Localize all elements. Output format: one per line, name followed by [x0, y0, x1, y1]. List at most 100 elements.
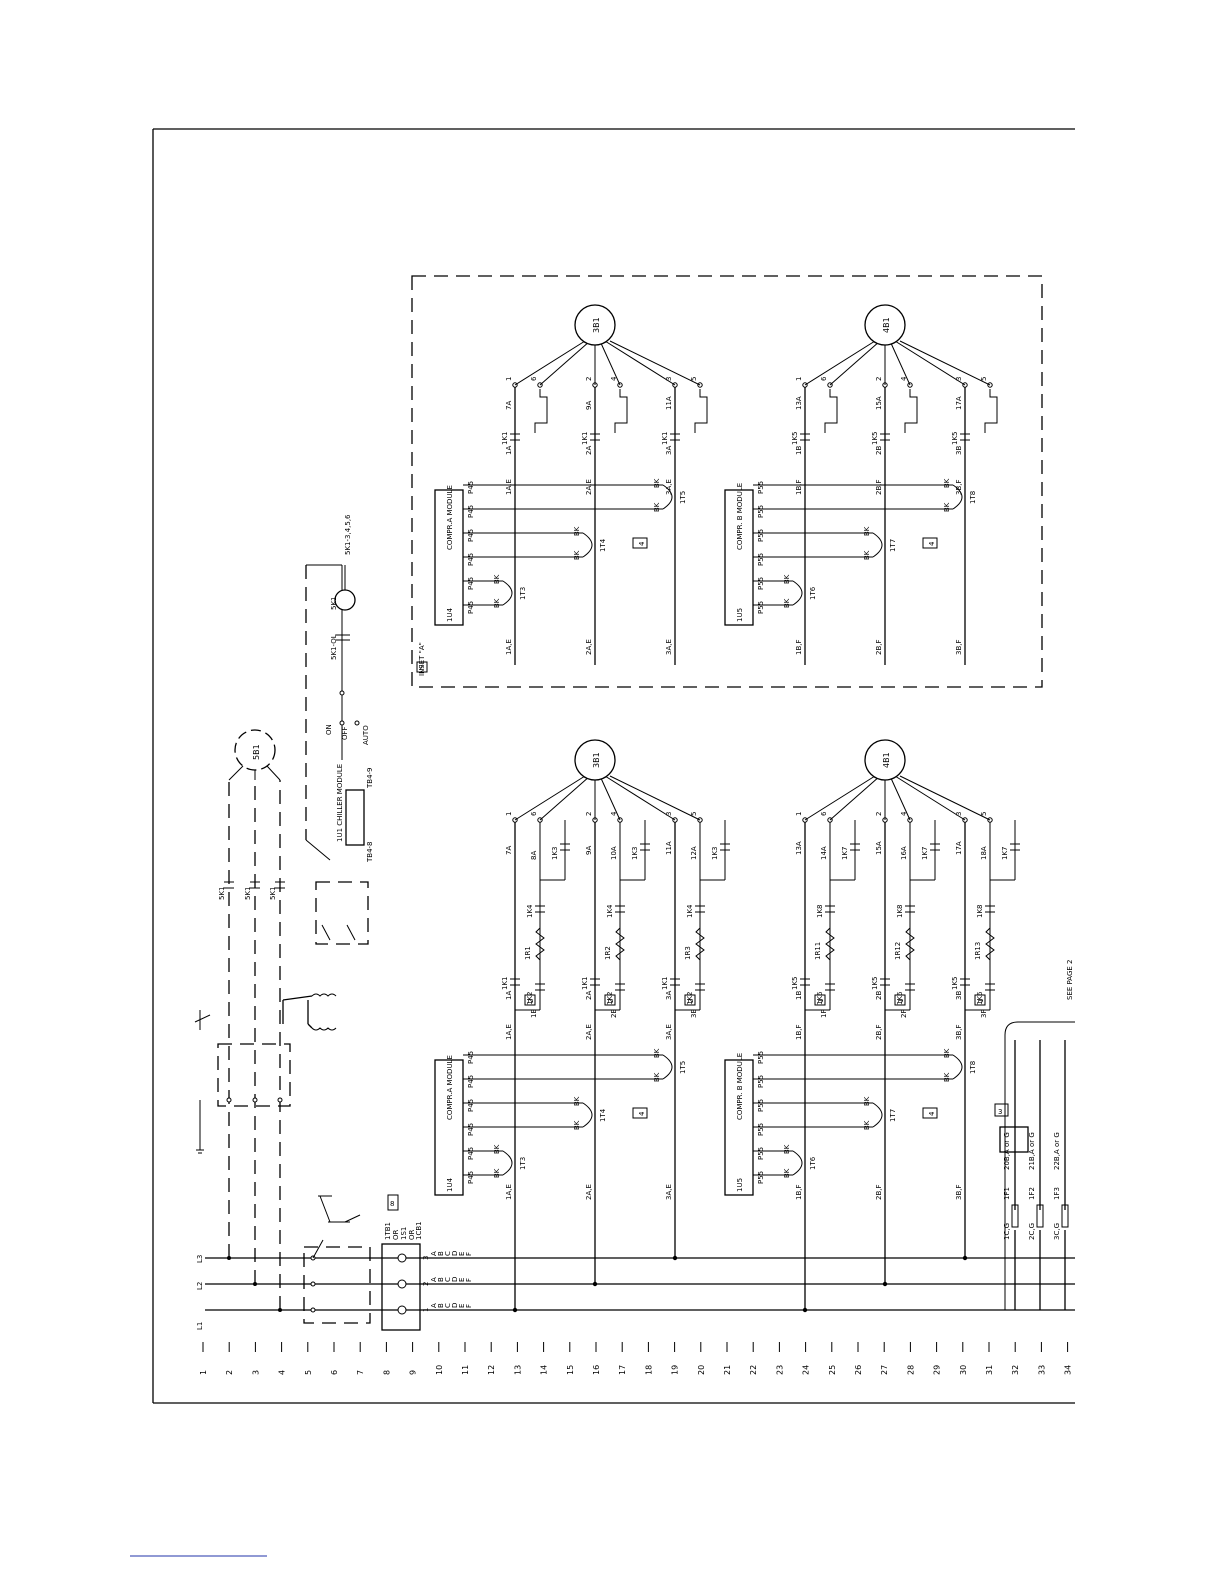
fan-contacts-ref: 5K1-3,4,5,6 — [344, 514, 352, 555]
lead-label: 15A — [875, 396, 883, 410]
ct-note: 4 — [638, 1111, 646, 1116]
motor-terminal: 6 — [530, 376, 538, 381]
inset-note: 2 — [419, 664, 423, 672]
row-number: 2 — [225, 1370, 234, 1375]
terminal-block-note: 8 — [390, 1200, 394, 1208]
bk-label: BK — [493, 1144, 501, 1154]
circuit-note: 2 — [607, 999, 615, 1003]
wire-label: 1B,F — [795, 479, 803, 495]
j5-pin: P55 — [757, 553, 765, 566]
bk-label: BK — [493, 1168, 501, 1178]
wire-label: 1A,E — [505, 1024, 513, 1040]
secondary-contactor: 1K2 — [526, 992, 534, 1006]
compressor-1u5-inset: COMPR. B MODULE1U5P55P55P55P55P55P55BKBK… — [724, 304, 998, 665]
lead-label: 7A — [505, 401, 513, 410]
module-name: COMPR. B MODULE — [736, 483, 744, 550]
bk-label: BK — [783, 598, 791, 608]
compressor-motor — [574, 739, 616, 781]
module-id: 1U4 — [446, 1177, 454, 1192]
circuit-note: 1 — [817, 999, 825, 1003]
wire-label: 2B,F — [875, 1184, 883, 1200]
side-label: 3E — [690, 1009, 698, 1018]
row-number: 26 — [854, 1365, 863, 1375]
ct-label: 1T8 — [969, 491, 977, 504]
module-id: 1U5 — [736, 1178, 744, 1192]
row-number: 18 — [644, 1365, 653, 1375]
phase-number: 2 — [422, 1282, 430, 1286]
phase-letter: A — [430, 1277, 438, 1282]
lead-label: 7A — [505, 846, 513, 855]
fan-motor-circuit: 5K1 5K1 5K1 5B1 — [194, 729, 291, 1312]
row-number: 27 — [880, 1365, 889, 1375]
fuse-note: 3 — [998, 1108, 1002, 1116]
row-number: 4 — [278, 1370, 287, 1375]
wire-label: 3A,E — [665, 479, 673, 495]
bk-label: BK — [943, 1048, 951, 1058]
motor-terminal: 6 — [530, 811, 538, 816]
top-label: 3A — [665, 446, 673, 455]
row-number: 32 — [1011, 1365, 1020, 1375]
main-contactor: 1K5 — [951, 432, 959, 446]
main-contactor: 1K5 — [951, 977, 959, 991]
main-contactor: 1K1 — [501, 977, 509, 991]
terminal-block-label-5: 1CB1 — [415, 1221, 423, 1240]
resistor-label: 1R2 — [604, 946, 612, 960]
top-label: 1A — [505, 991, 513, 1000]
side-label: 1F — [820, 1010, 828, 1018]
motor-label: 4B1 — [882, 317, 891, 333]
wire-label: 2A,E — [585, 479, 593, 495]
main-contactor: 1K1 — [661, 432, 669, 446]
motor-label: 3B1 — [592, 752, 601, 768]
terminal-block-label-1: 1TB1 — [384, 1222, 392, 1240]
bk-label: BK — [573, 526, 581, 536]
fuse-wire-out: 21B,A or G — [1028, 1132, 1036, 1170]
compressor-motor — [864, 304, 906, 346]
secondary-contactor: 1K6 — [976, 991, 984, 1005]
j5-pin: P45 — [467, 1171, 475, 1184]
motor-terminal: 3 — [955, 812, 963, 816]
module-id: 1U5 — [736, 608, 744, 622]
bk-label: BK — [783, 574, 791, 584]
bk-label: BK — [943, 502, 951, 512]
ct-note: 4 — [928, 1111, 936, 1116]
top-label: 3B — [955, 446, 963, 455]
j5-pin: P45 — [467, 1147, 475, 1160]
ct-label: 1T5 — [679, 1061, 687, 1074]
j5-pin: P45 — [467, 1099, 475, 1112]
ct-label: 1T6 — [809, 586, 817, 600]
inset-title: INSET "A" — [418, 642, 426, 676]
j5-pin: P45 — [467, 601, 475, 614]
ct-label: 1T4 — [599, 538, 607, 552]
phase-letter: B — [437, 1303, 445, 1308]
lead2-label: 18A — [980, 846, 988, 860]
k3-label: 1K3 — [551, 847, 559, 861]
k4-label: 1K4 — [686, 904, 694, 918]
row-number: 23 — [775, 1365, 784, 1375]
chiller-module-label: 1U1 CHILLER MODULE — [336, 764, 344, 842]
motor-terminal: 3 — [665, 377, 673, 381]
phase-letter: D — [451, 1303, 459, 1308]
k4-label: 1K4 — [606, 904, 614, 918]
j5-pin: P45 — [467, 505, 475, 518]
terminal-block-label-4: OR — [408, 1229, 416, 1240]
ct-label: 1T4 — [599, 1108, 607, 1122]
motor-terminal: 4 — [900, 811, 908, 816]
main-contactor: 1K5 — [871, 432, 879, 446]
wire-label: 2A,E — [585, 1184, 593, 1200]
see-page-note: SEE PAGE 2 — [1066, 960, 1074, 1000]
wire-label: 2B,F — [875, 1024, 883, 1040]
motor-terminal: 6 — [820, 811, 828, 816]
fan-motor-label: 5B1 — [252, 744, 261, 760]
main-disconnect — [303, 1195, 371, 1324]
row-number: 33 — [1037, 1365, 1046, 1375]
lead-label: 11A — [665, 841, 673, 855]
switch-on-label: ON — [325, 724, 333, 735]
motor-terminal: 3 — [665, 812, 673, 816]
wire-label: 3B,F — [955, 479, 963, 495]
row-number: 15 — [566, 1365, 575, 1375]
top-label: 2A — [585, 446, 593, 455]
side-label: 2F — [900, 1010, 908, 1018]
ct-label: 1T5 — [679, 491, 687, 504]
